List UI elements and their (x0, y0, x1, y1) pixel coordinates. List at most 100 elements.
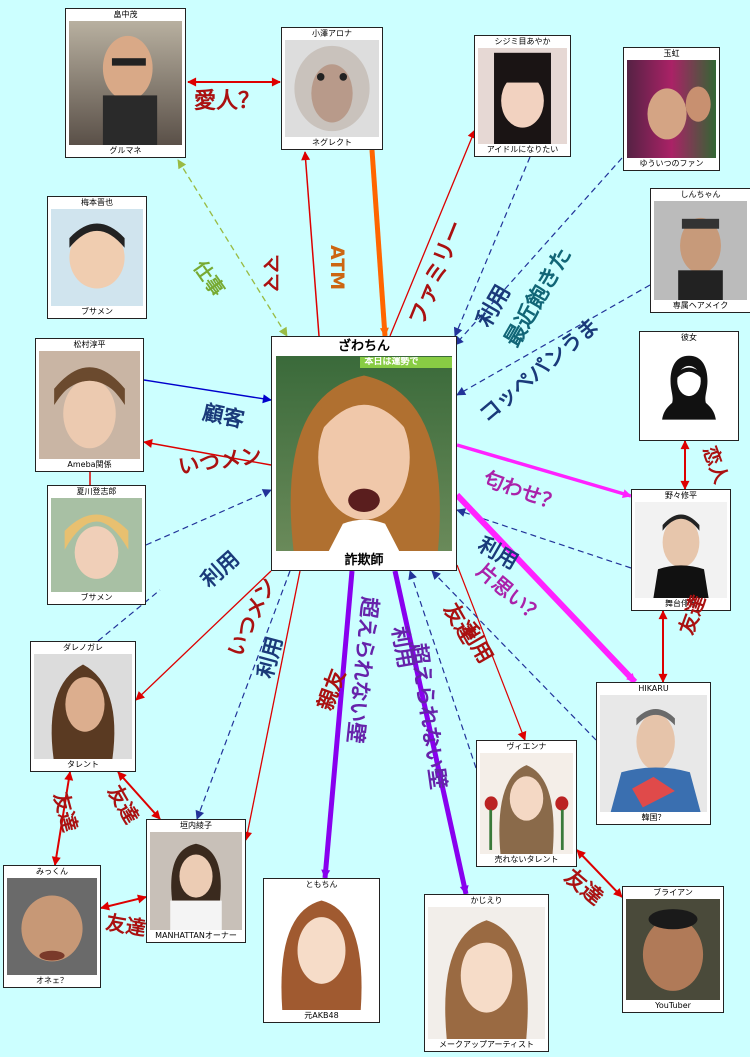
card-natsukawa: 夏川登志郎 ブサメン (47, 485, 146, 605)
person-name: 小澤アロナ (312, 29, 352, 38)
edge-family (389, 129, 477, 337)
edge-label-mama: ママ (260, 254, 282, 293)
tv-banner: 本日は運勢で (360, 357, 452, 368)
card-mikkun: みっくん オネェ？ (3, 865, 101, 988)
person-photo (285, 40, 379, 137)
person-name: 彼女 (681, 333, 697, 342)
edge-shinyu (243, 570, 301, 841)
edge-vienna-center (456, 564, 527, 741)
edge-tomodachi-dk (117, 771, 161, 820)
person-caption: ネグレクト (312, 138, 352, 147)
person-caption: タレント (67, 760, 99, 769)
person-photo (635, 502, 727, 598)
person-name: みっくん (36, 867, 68, 876)
person-caption: Ameba関係 (67, 460, 112, 469)
person-caption: ブサメン (81, 307, 113, 316)
edge-koppepan (456, 284, 651, 396)
person-photo (39, 351, 140, 459)
card-shinchan: しんちゃん 専属ヘアメイク (650, 188, 750, 313)
card-tomochin: ともちん 元AKB48 (263, 878, 380, 1023)
card-hatanaka: 畠中茂 グルマネ (65, 8, 186, 158)
person-photo (150, 832, 242, 930)
person-name: 野々修平 (665, 491, 697, 500)
edge-koerare1 (321, 570, 355, 879)
person-name: ともちん (305, 880, 338, 889)
card-center-zawachin: ざわちん 本日は運勢で 詐欺師 (271, 336, 457, 571)
person-photo (480, 753, 573, 854)
person-name: 畠中茂 (113, 10, 138, 19)
edge-tomodachi-dm (51, 771, 74, 866)
person-photo (654, 201, 747, 300)
person-caption: MANHATTANオーナー (155, 931, 237, 940)
person-name: ブライアン (653, 888, 693, 897)
person-caption: 元AKB48 (304, 1011, 339, 1020)
card-kajieri: かじえり メークアップアーティスト (424, 894, 549, 1052)
person-name: シジミ目あやか (494, 37, 551, 46)
edge-riyo-nonaka (456, 508, 632, 569)
edge-darenogare-dashed (97, 589, 161, 642)
center-photo: 本日は運勢で (276, 356, 452, 551)
edge-akita (454, 157, 623, 346)
edge-riyo-natsukawa (145, 489, 272, 546)
person-photo (600, 695, 707, 812)
person-caption: 韓国？ (641, 813, 666, 822)
person-photo (428, 907, 545, 1039)
person-name: 垣内綾子 (180, 821, 212, 830)
person-photo (51, 209, 143, 306)
edge-mama (301, 151, 320, 337)
person-photo (267, 891, 376, 1010)
card-vienna: ヴィエンナ 売れないタレント (476, 740, 577, 867)
edge-kataomoi (454, 492, 638, 685)
silhouette-icon (643, 344, 735, 428)
center-caption: 詐欺師 (344, 553, 384, 568)
edge-riyo-shijimi (453, 156, 531, 337)
card-umemoto: 梅本晋也 ブサメン (47, 196, 147, 319)
edge-label-tomodachi-km: 友達 (104, 910, 148, 941)
person-name: ヴィエンナ (506, 742, 547, 751)
person-caption: アイドルになりたい (486, 145, 559, 154)
person-caption: 売れないタレント (494, 855, 559, 864)
card-darenogare: ダレノガレ タレント (30, 641, 136, 772)
person-name: ダレノガレ (63, 643, 103, 652)
person-photo (69, 21, 182, 145)
person-caption: 専属ヘアメイク (672, 301, 729, 310)
edge-tomodachi-km (100, 894, 147, 911)
person-photo (7, 878, 97, 975)
person-caption: オネェ？ (36, 976, 68, 985)
edge-riyo-kakiuchi (195, 570, 291, 820)
card-nonaka: 野々修平 舞台俳優 (631, 489, 731, 611)
person-name: HIKARU (638, 684, 669, 693)
person-name: 梅本晋也 (81, 198, 113, 207)
edge-label-aijin: 愛人？ (194, 89, 261, 114)
person-name: 夏川登志郎 (76, 487, 117, 496)
person-caption: グルマネ (109, 146, 142, 155)
center-name: ざわちん (337, 339, 390, 354)
person-photo (34, 654, 132, 759)
edge-itsumen2 (135, 570, 272, 701)
person-caption: 舞台俳優 (665, 599, 697, 608)
edge-riyo-kajieri (408, 570, 477, 769)
person-caption: ゆういつのファン (639, 159, 704, 168)
card-ozawa: 小澤アロナ ネグレクト (281, 27, 383, 150)
card-kanojo: 彼女 (639, 331, 739, 441)
edge-itsumen1 (143, 438, 272, 466)
edge-niowase (456, 443, 632, 499)
card-tamaniji: 玉虹 ゆういつのファン (623, 47, 720, 171)
card-brian: ブライアン YouTuber (622, 886, 724, 1013)
person-caption: メークアップアーティスト (438, 1040, 535, 1049)
person-photo (627, 60, 716, 158)
person-caption: ブサメン (80, 593, 113, 602)
person-caption: YouTuber (655, 1001, 691, 1010)
card-matsumura: 松村淳平 Ameba関係 (35, 338, 144, 472)
person-name: 松村淳平 (73, 340, 106, 349)
person-photo (51, 498, 142, 592)
edge-atm (369, 149, 389, 337)
edge-tomodachi-vb (576, 849, 623, 898)
edge-label-atm: ATM (326, 245, 348, 291)
person-photo (626, 899, 720, 1000)
edge-shigoto (177, 159, 288, 337)
edge-kokyaku (143, 379, 272, 404)
edge-koerare2 (392, 570, 469, 895)
person-photo (478, 48, 567, 144)
